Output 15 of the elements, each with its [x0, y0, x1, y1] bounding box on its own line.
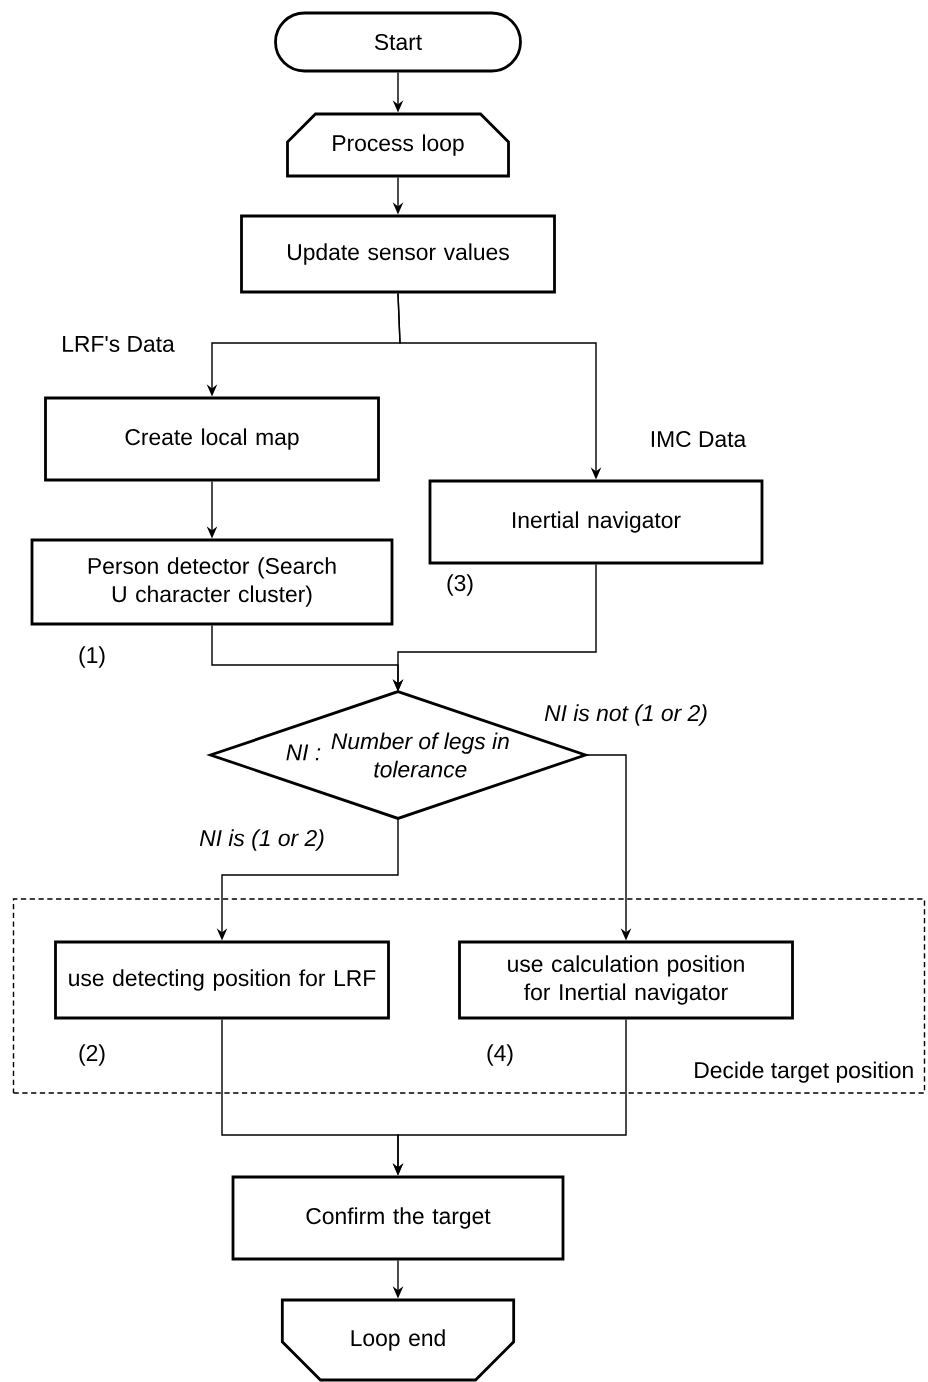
- process-box: use detecting position for LRF: [54, 940, 390, 1020]
- process-box: Create local map: [44, 396, 380, 482]
- process-box: Person detector (Search U character cluster): [30, 538, 394, 626]
- step-number: (3): [447, 574, 473, 596]
- step-number: (1): [79, 646, 105, 668]
- edge-label: IMC Data: [648, 429, 748, 449]
- step-number: (2): [79, 1044, 105, 1066]
- step-number: (4): [487, 1044, 513, 1066]
- process-box: Update sensor values: [240, 214, 556, 294]
- process-box: use calculation position for Inertial navigator: [458, 940, 794, 1020]
- edge-label: NI is (1 or 2): [197, 827, 327, 853]
- group-label: Decide target position: [695, 1061, 913, 1083]
- process-box: Confirm the target: [231, 1175, 565, 1261]
- edge-label: LRF's Data: [59, 334, 177, 354]
- process-box: Inertial navigator: [428, 479, 764, 565]
